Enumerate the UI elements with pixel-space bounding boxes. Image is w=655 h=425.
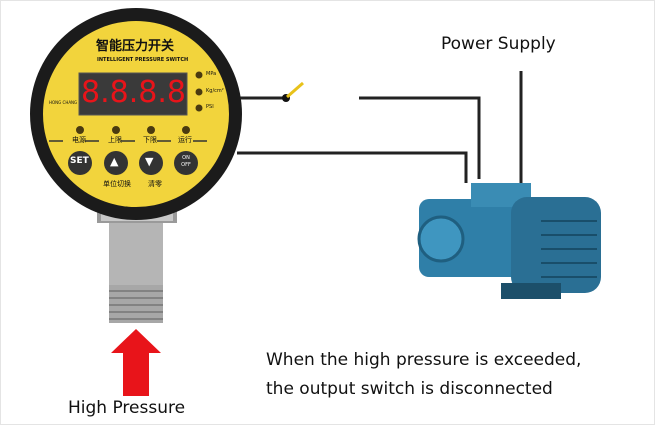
unit-kgcm: Kg/cm² bbox=[206, 88, 224, 94]
unit-mpa: MPa bbox=[206, 71, 217, 77]
indicator-lower: 下限 bbox=[143, 136, 157, 144]
indicator-upper: 上限 bbox=[108, 136, 122, 144]
gauge-buttons bbox=[68, 151, 198, 175]
indicator-leds bbox=[76, 71, 203, 134]
high-pressure-label: High Pressure bbox=[68, 398, 186, 418]
up-button[interactable]: ▲ bbox=[110, 155, 119, 168]
pump-image bbox=[417, 183, 601, 299]
down-button[interactable]: ▼ bbox=[145, 155, 154, 168]
set-button[interactable]: SET bbox=[70, 156, 89, 166]
zero-label: 清零 bbox=[148, 180, 162, 188]
description-line1: When the high pressure is exceeded, bbox=[266, 350, 582, 370]
indicator-run: 运行 bbox=[178, 136, 192, 144]
switch-lever bbox=[286, 81, 304, 99]
indicator-power: 电源 bbox=[72, 136, 86, 144]
onoff-button[interactable]: ON OFF bbox=[181, 155, 191, 168]
wires bbox=[237, 71, 523, 189]
gauge-display bbox=[78, 72, 188, 116]
unit-psi: PSI bbox=[206, 104, 214, 110]
description-line2: the output switch is disconnected bbox=[266, 379, 553, 399]
gauge-brand: HONG CHANG bbox=[49, 100, 78, 105]
wire-switch-out bbox=[359, 96, 481, 179]
unit-switch-label: 单位切换 bbox=[103, 180, 131, 188]
gauge-title-en: INTELLIGENT PRESSURE SWITCH bbox=[97, 57, 189, 63]
wire-neutral bbox=[237, 151, 468, 183]
gauge-title-cn: 智能压力开关 bbox=[96, 39, 175, 54]
gauge-display-digits: 8.8.8.8 bbox=[81, 78, 185, 108]
pressure-arrow bbox=[111, 329, 161, 396]
power-supply-label: Power Supply bbox=[441, 34, 556, 54]
